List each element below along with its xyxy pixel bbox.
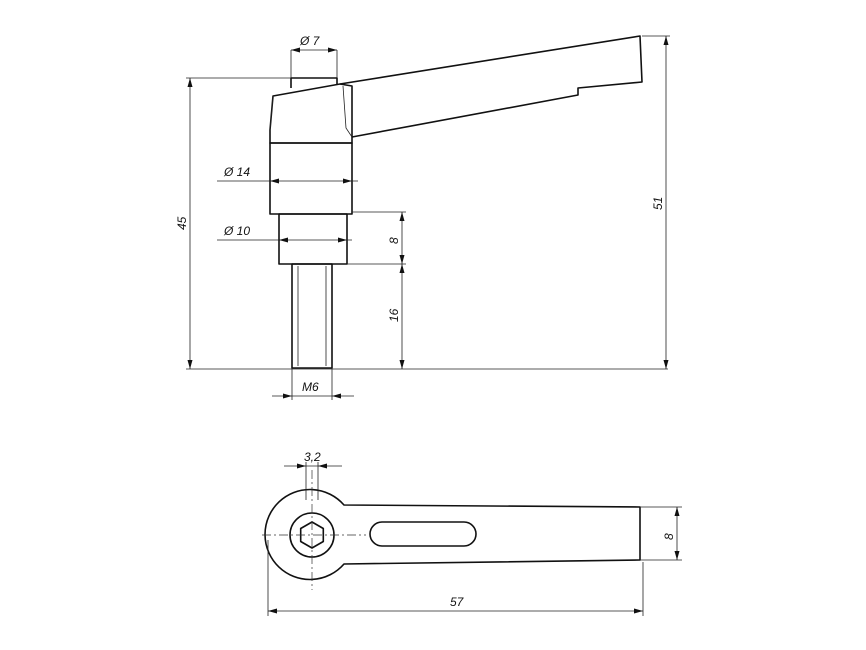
dim-8-side: 8 (347, 211, 406, 265)
handle-inner-edge (342, 85, 353, 138)
top-view: 3,2 8 57 (262, 450, 682, 616)
dim-45: 45 (175, 77, 291, 369)
dim-d7: Ø 7 (290, 34, 338, 78)
lever-head (269, 83, 353, 144)
dim-16: 16 (387, 264, 405, 369)
dim-16-label: 16 (387, 308, 401, 322)
dim-m6: M6 (272, 369, 354, 400)
dim-m6-label: M6 (302, 380, 319, 394)
slot (369, 521, 477, 547)
dim-8-top-label: 8 (662, 533, 676, 540)
dim-d7-label: Ø 7 (299, 34, 321, 48)
dim-d10-label: Ø 10 (223, 224, 250, 238)
head-edge (269, 95, 274, 131)
side-view: Ø 7 Ø 14 Ø 10 45 (175, 34, 670, 400)
dim-32: 3,2 (284, 450, 342, 500)
dim-57: 57 (267, 540, 644, 616)
dim-32-label: 3,2 (304, 450, 321, 464)
dim-d14-label: Ø 14 (223, 165, 250, 179)
dim-51: 51 (642, 35, 670, 369)
lever-handle (339, 35, 643, 138)
lever-top-outline (264, 488, 641, 581)
dim-51-label: 51 (651, 197, 665, 210)
dim-57-label: 57 (450, 595, 465, 609)
dim-8-top: 8 (640, 506, 682, 561)
dim-45-label: 45 (175, 216, 189, 230)
boss (278, 213, 348, 265)
top-pin (290, 77, 338, 88)
hex-socket (299, 521, 325, 549)
dim-d10: Ø 10 (217, 224, 352, 243)
dim-8-side-label: 8 (387, 237, 401, 244)
threaded-stud (291, 263, 333, 369)
collar (269, 142, 353, 215)
dim-d14: Ø 14 (217, 165, 358, 184)
